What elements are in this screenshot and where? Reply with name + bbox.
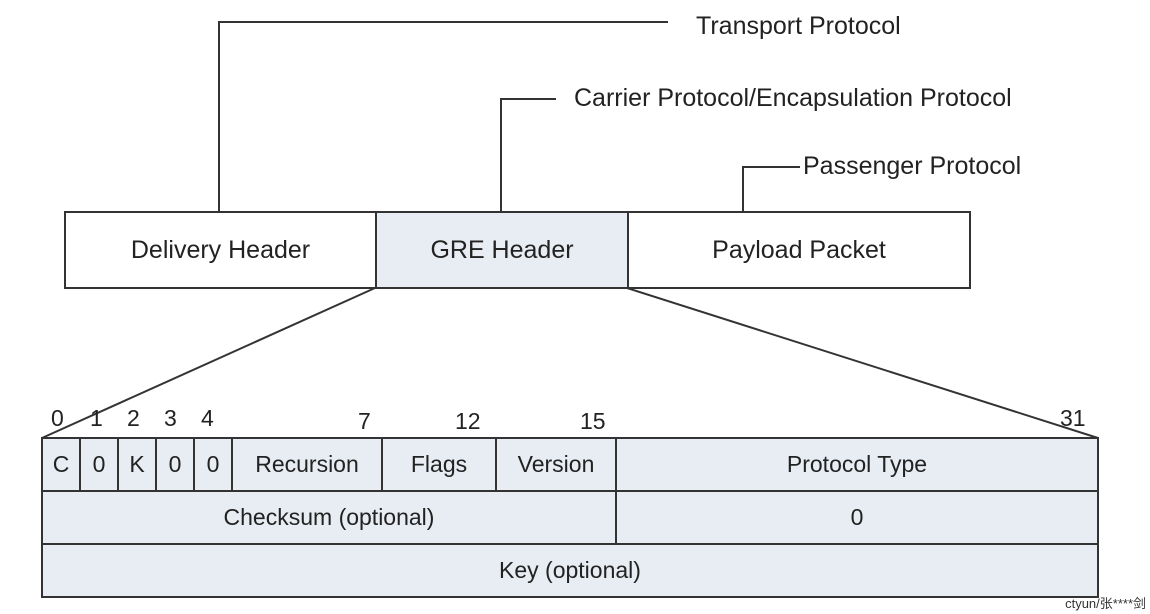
transport-protocol-label: Transport Protocol (696, 12, 901, 40)
carrier-protocol-label: Carrier Protocol/Encapsulation Protocol (574, 84, 1012, 112)
delivery-header-label: Delivery Header (130, 235, 311, 264)
field-reserved-bit-4: 0 (195, 439, 233, 492)
passenger-connector (742, 166, 800, 212)
field-c-flag: C (43, 439, 81, 492)
bit-position-1: 1 (90, 405, 103, 431)
field-reserved-bit-1: 0 (81, 439, 119, 492)
carrier-connector (500, 98, 556, 212)
bit-position-31: 31 (1060, 405, 1086, 431)
gre-header-box: GRE Header (375, 211, 629, 289)
expansion-line-left (41, 287, 376, 439)
watermark-text: ctyun/张****剑 (1065, 596, 1146, 611)
bit-position-2: 2 (127, 405, 140, 431)
bit-position-4: 4 (201, 405, 214, 431)
field-checksum: Checksum (optional) (43, 492, 617, 545)
gre-field-table: C 0 K 0 0 Recursion Flags Version Protoc… (41, 437, 1099, 598)
delivery-header-box: Delivery Header (64, 211, 377, 289)
payload-packet-label: Payload Packet (712, 235, 886, 264)
field-flags: Flags (383, 439, 497, 492)
field-reserved: 0 (617, 492, 1099, 545)
bit-position-3: 3 (164, 405, 177, 431)
field-protocol-type: Protocol Type (617, 439, 1099, 492)
bit-position-15: 15 (580, 408, 606, 434)
gre-header-label: GRE Header (430, 235, 574, 264)
field-recursion: Recursion (233, 439, 383, 492)
passenger-protocol-label: Passenger Protocol (803, 152, 1022, 180)
field-k-flag: K (119, 439, 157, 492)
field-reserved-bit-3: 0 (157, 439, 195, 492)
bit-position-7: 7 (358, 408, 371, 434)
bit-position-12: 12 (455, 408, 481, 434)
transport-connector (218, 21, 668, 212)
payload-packet-box: Payload Packet (627, 211, 971, 289)
bit-position-0: 0 (51, 405, 64, 431)
expansion-line-right (626, 287, 1099, 439)
field-key: Key (optional) (43, 545, 1099, 598)
field-version: Version (497, 439, 617, 492)
